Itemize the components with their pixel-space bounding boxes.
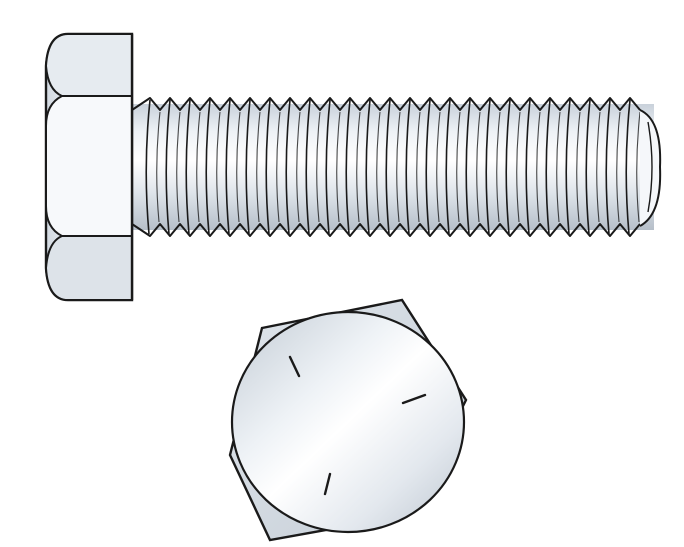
tip-edge-line [647, 121, 653, 213]
thread-line [405, 99, 411, 235]
thread-line [185, 99, 191, 235]
thread-root [376, 111, 381, 223]
bolt-head-side [44, 32, 134, 302]
thread-root [536, 111, 541, 223]
thread-root [476, 111, 481, 223]
shank-body [132, 104, 654, 230]
thread-root [516, 111, 521, 223]
thread-root [176, 111, 181, 223]
head-middle-facet [45, 95, 133, 237]
bolt-side-view [44, 32, 662, 302]
thread-line [625, 99, 631, 235]
thread-line [365, 99, 371, 235]
bolt-head-end-view [228, 298, 468, 542]
thread-line [505, 99, 511, 235]
thread-line [525, 99, 531, 235]
head-bottom-facet [44, 235, 133, 301]
thread-root [616, 111, 621, 223]
thread-line [465, 99, 471, 235]
head-top-facet [44, 33, 133, 97]
thread-root [496, 111, 501, 223]
thread-line [165, 99, 171, 235]
thread-line [585, 99, 591, 235]
head-chamfer-circle [230, 310, 466, 534]
thread-line [305, 99, 311, 235]
thread-root [196, 111, 201, 223]
thread-root [576, 111, 581, 223]
thread-pattern [145, 99, 641, 235]
thread-line [265, 99, 271, 235]
thread-line [325, 99, 331, 235]
thread-line [445, 99, 451, 235]
thread-root [296, 111, 301, 223]
shank-tip [639, 109, 662, 227]
grade-mark-2 [401, 393, 427, 405]
thread-line [545, 99, 551, 235]
bolt-shank [131, 97, 662, 237]
thread-root [316, 111, 321, 223]
thread-root [456, 111, 461, 223]
thread-root [236, 111, 241, 223]
thread-crest-bottom [131, 223, 641, 237]
thread-root [156, 111, 161, 223]
thread-line [485, 99, 491, 235]
thread-root [596, 111, 601, 223]
thread-root [436, 111, 441, 223]
thread-line [285, 99, 291, 235]
thread-root [276, 111, 281, 223]
thread-crests [131, 97, 641, 237]
grade-mark-1 [288, 355, 301, 378]
grade-mark-3 [323, 472, 332, 496]
thread-root [336, 111, 341, 223]
thread-line [345, 99, 351, 235]
thread-root [216, 111, 221, 223]
thread-root [556, 111, 561, 223]
thread-root [416, 111, 421, 223]
thread-root [356, 111, 361, 223]
thread-root [256, 111, 261, 223]
thread-line [605, 99, 611, 235]
thread-line [385, 99, 391, 235]
thread-root [636, 111, 641, 223]
thread-line [245, 99, 251, 235]
thread-line [425, 99, 431, 235]
thread-line [225, 99, 231, 235]
thread-line [565, 99, 571, 235]
thread-root [396, 111, 401, 223]
thread-crest-top [131, 97, 641, 111]
thread-line [145, 99, 151, 235]
thread-line [205, 99, 211, 235]
